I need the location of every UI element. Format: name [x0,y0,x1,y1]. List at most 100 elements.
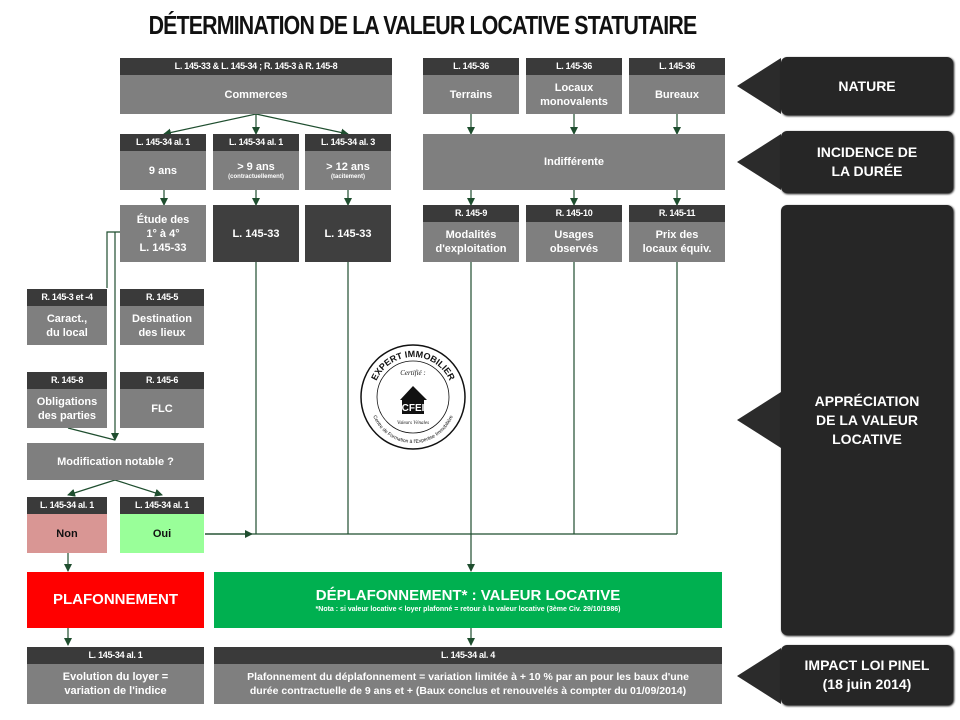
ref-label: R. 145-3 et -4 [27,289,107,306]
label-line: 1° à 4° [146,227,180,240]
label-line: observés [549,243,599,255]
label-line: > 9 ans [237,161,275,173]
ref-label: R. 145-11 [629,205,725,222]
ref-label: L. 145-36 [526,58,622,75]
node-obligations: R. 145-8 Obligations des parties [27,372,107,428]
page-title: DÉTERMINATION DE LA VALEUR LOCATIVE STAT… [148,10,698,40]
label-note: (contractuellement) [228,174,284,180]
ref-label: L. 145-34 al. 1 [120,134,206,151]
node-caract: R. 145-3 et -4 Caract., du local [27,289,107,345]
node-modalites: R. 145-9 Modalités d'exploitation [423,205,519,262]
node-plus-12-ans: L. 145-34 al. 3 > 12 ans (tacitement) [305,134,391,190]
label-line: Evolution du loyer = [62,671,169,683]
sidebar-appreciation: APPRÉCIATION DE LA VALEUR LOCATIVE [781,205,953,635]
label-line: Locaux [554,81,594,94]
label-line: Prix des [655,229,699,241]
sidebar-label: DE LA VALEUR [816,411,918,428]
sidebar-label: INCIDENCE DE [816,144,918,160]
node-label: Prix des locaux équiv. [629,222,725,262]
label-line: DÉPLAFONNEMENT* : VALEUR LOCATIVE [315,586,621,604]
house-icon [400,386,427,414]
label-line: du local [46,326,88,339]
label-note: (tacitement) [330,174,365,180]
appreciation-pointer-icon [737,392,781,448]
node-label: Evolution du loyer = variation de l'indi… [27,664,204,704]
label-line: variation de l'indice [64,685,167,697]
node-label: > 9 ans (contractuellement) [213,151,299,190]
node-bureaux: L. 145-36 Bureaux [629,58,725,114]
node-label: Usages observés [526,222,622,262]
nature-pointer-icon [737,58,781,114]
pinel-pointer-icon [737,648,781,704]
label-line: Destination [132,312,192,325]
node-prix: R. 145-11 Prix des locaux équiv. [629,205,725,262]
label-line: Caract., [46,312,88,325]
node-locaux-monovalents: L. 145-36 Locaux monovalents [526,58,622,114]
node-label: Bureaux [629,75,725,114]
node-terrains: L. 145-36 Terrains [423,58,519,114]
cfei-logo: EXPERT IMMOBILIER Centre de Formation à … [360,344,466,450]
node-plafonnement-deplafonnement: L. 145-34 al. 4 Plafonnement du déplafon… [214,647,722,704]
node-label: > 12 ans (tacitement) [305,151,391,190]
node-evolution: L. 145-34 al. 1 Evolution du loyer = var… [27,647,204,704]
ref-label: R. 145-9 [423,205,519,222]
node-oui: L. 145-34 al. 1 Oui [120,497,204,553]
label-line: des parties [37,409,97,422]
sidebar-label: NATURE [838,77,896,94]
label-line: Usages [554,229,594,241]
ref-label: L. 145-36 [423,58,519,75]
sidebar-label: LOCATIVE [832,430,902,447]
ref-label: L. 145-34 al. 3 [305,134,391,151]
ref-label: L. 145-36 [629,58,725,75]
label-line: d'exploitation [435,243,507,255]
node-label: 9 ans [120,151,206,190]
node-label: Non [27,514,107,553]
incidence-pointer-icon [737,134,781,190]
node-modification: Modification notable ? [27,443,204,480]
node-flc: R. 145-6 FLC [120,372,204,428]
label-line: Modalités [445,229,497,241]
ref-label: R. 145-5 [120,289,204,306]
sidebar-pinel: IMPACT LOI PINEL (18 juin 2014) [781,645,953,705]
node-label: L. 145-33 [213,205,299,262]
node-label: Caract., du local [27,306,107,345]
node-label: FLC [120,389,204,428]
ref-label: R. 145-10 [526,205,622,222]
label-note: *Nota : si valeur locative < loyer plafo… [315,605,621,613]
sidebar-label: LA DURÉE [831,163,903,179]
sidebar-incidence: INCIDENCE DE LA DURÉE [781,131,953,193]
label-line: Plafonnement du déplafonnement = variati… [247,671,689,683]
sidebar-label: APPRÉCIATION [814,392,920,409]
ref-label: L. 145-34 al. 1 [27,647,204,664]
label-line: L. 145-33 [139,241,187,254]
ref-label: L. 145-33 & L. 145-34 ; R. 145-3 à R. 14… [120,58,392,75]
node-l14533-b: L. 145-33 [305,205,391,262]
node-label: Oui [120,514,204,553]
node-label: Plafonnement du déplafonnement = variati… [214,664,722,704]
node-non: L. 145-34 al. 1 Non [27,497,107,553]
node-plus-9-ans: L. 145-34 al. 1 > 9 ans (contractuelleme… [213,134,299,190]
node-label: Commerces [120,75,392,114]
node-etude: Étude des 1° à 4° L. 145-33 [120,205,206,262]
node-plafonnement: PLAFONNEMENT [27,572,204,628]
node-commerces: L. 145-33 & L. 145-34 ; R. 145-3 à R. 14… [120,58,392,114]
node-9-ans: L. 145-34 al. 1 9 ans [120,134,206,190]
node-label: Indifférente [423,134,725,190]
logo-brand: CFEI [402,403,425,414]
sidebar-label: (18 juin 2014) [822,676,912,692]
node-indifferente: Indifférente [423,134,725,190]
logo-sub: Valeurs Vénales [397,421,429,426]
ref-label: R. 145-6 [120,372,204,389]
ref-label: R. 145-8 [27,372,107,389]
node-label: L. 145-33 [305,205,391,262]
label-line: Obligations [36,395,98,408]
node-label: PLAFONNEMENT [53,591,178,608]
node-label: Locaux monovalents [526,75,622,114]
sidebar-label: IMPACT LOI PINEL [804,657,930,673]
node-label: Terrains [423,75,519,114]
node-label: Destination des lieux [120,306,204,345]
node-l14533-a: L. 145-33 [213,205,299,262]
label-line: locaux équiv. [642,243,712,255]
label-line: des lieux [138,326,186,339]
node-label: Modification notable ? [27,443,204,480]
